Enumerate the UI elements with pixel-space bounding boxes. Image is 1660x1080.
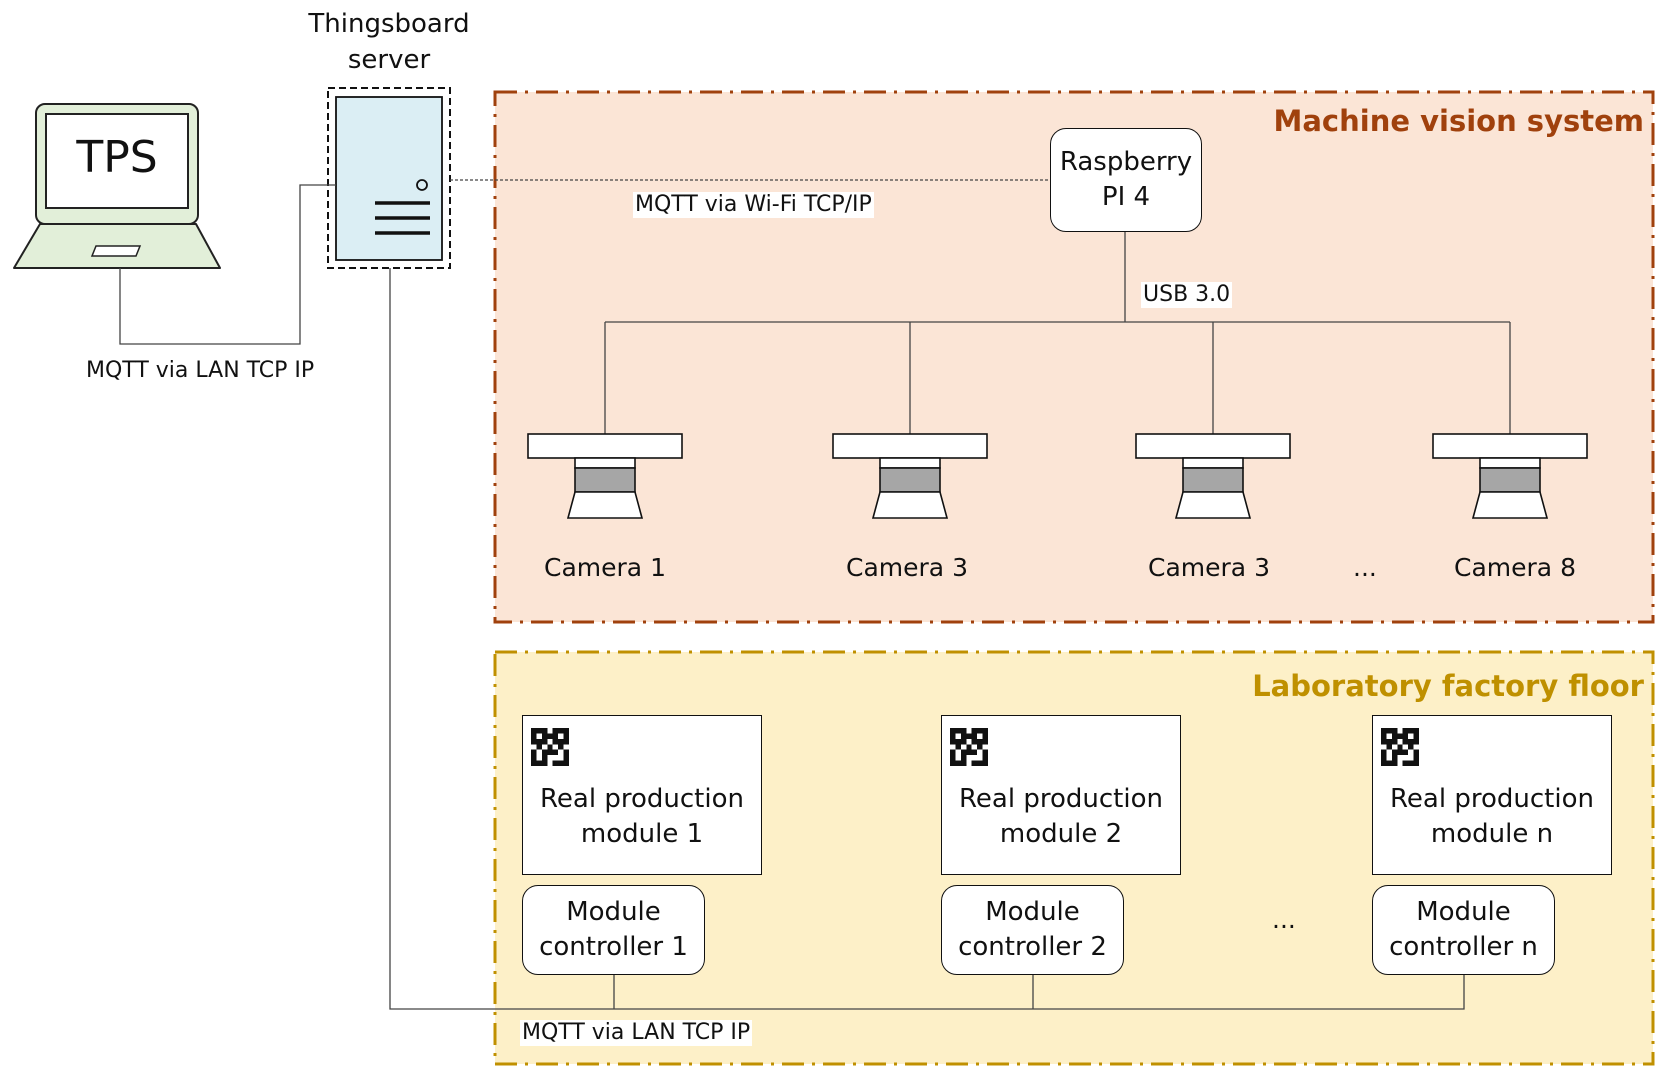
module-n-line1: Real production — [1390, 783, 1594, 814]
controller-1-line1: Module — [566, 896, 661, 927]
connection-lines — [119, 179, 1511, 1010]
server-raspberry-link-label: MQTT via Wi-Fi TCP/IP — [633, 192, 874, 219]
server-title-line1: Thingsboard — [308, 9, 470, 39]
module-controller-2: Module controller 2 — [941, 885, 1124, 975]
production-module-1: Real production module 1 — [522, 715, 762, 875]
camera-icon — [1135, 433, 1291, 519]
module-2-line1: Real production — [959, 783, 1163, 814]
vision-system-title: Machine vision system — [1273, 104, 1644, 138]
production-module-n: Real production module n — [1372, 715, 1612, 875]
server-title-line2: server — [347, 45, 431, 76]
camera-icon — [1432, 433, 1588, 519]
camera-label-4: Camera 8 — [1454, 553, 1576, 582]
server-icon — [327, 87, 451, 269]
usb-link-label: USB 3.0 — [1141, 282, 1233, 309]
module-controller-1: Module controller 1 — [522, 885, 705, 975]
factory-floor-title: Laboratory factory floor — [1252, 669, 1644, 703]
raspberry-line2: PI 4 — [1101, 182, 1151, 212]
raspberry-pi-box: Raspberry PI 4 — [1050, 128, 1202, 232]
server-title: Thingsboard server — [289, 6, 489, 79]
camera-ellipsis: ... — [1353, 553, 1377, 582]
controller-n-line1: Module — [1416, 896, 1511, 927]
module-ellipsis: ... — [1272, 905, 1296, 934]
module-2-line2: module 2 — [999, 819, 1123, 849]
laptop-icon — [13, 103, 221, 269]
module-controller-n: Module controller n — [1372, 885, 1555, 975]
qr-code-icon — [1381, 728, 1419, 766]
laptop-screen-label: TPS — [76, 132, 158, 183]
camera-label-2: Camera 3 — [846, 553, 968, 582]
laptop-server-link-label: MQTT via LAN TCP IP — [86, 358, 315, 383]
server-controllers-link-label: MQTT via LAN TCP IP — [520, 1020, 753, 1047]
production-module-2: Real production module 2 — [941, 715, 1181, 875]
controller-1-line2: controller 1 — [539, 932, 688, 962]
camera-icon — [527, 433, 683, 519]
module-n-line2: module n — [1430, 819, 1554, 849]
camera-label-3: Camera 3 — [1148, 553, 1270, 582]
camera-icon — [832, 433, 988, 519]
controller-n-line2: controller n — [1389, 932, 1538, 962]
raspberry-line1: Raspberry — [1059, 146, 1193, 177]
controller-2-line2: controller 2 — [958, 932, 1107, 962]
module-1-line2: module 1 — [580, 819, 704, 849]
camera-label-1: Camera 1 — [544, 553, 666, 582]
qr-code-icon — [950, 728, 988, 766]
qr-code-icon — [531, 728, 569, 766]
camera-group — [527, 433, 1588, 519]
controller-2-line1: Module — [985, 896, 1080, 927]
module-1-line1: Real production — [540, 783, 744, 814]
